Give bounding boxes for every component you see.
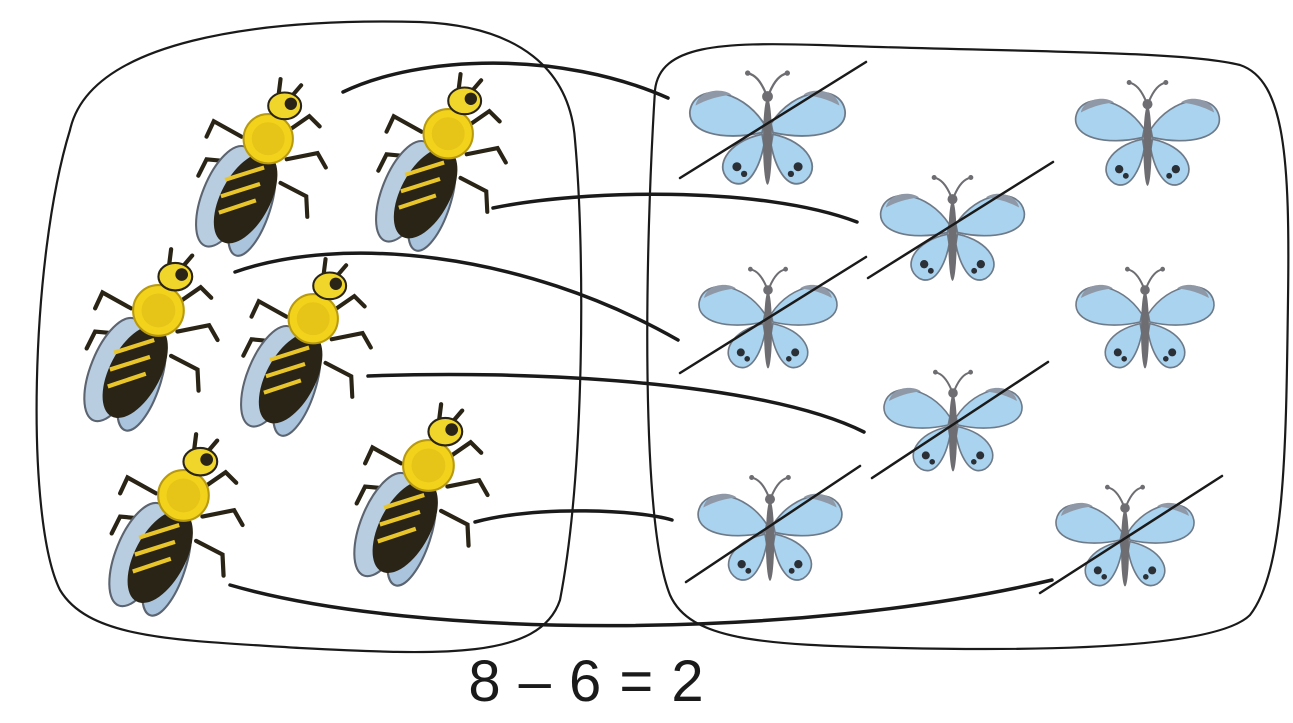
bee-set bbox=[72, 74, 506, 621]
bee-set-outline bbox=[35, 20, 583, 654]
subtraction-equation: 8 – 6 = 2 bbox=[0, 648, 1293, 715]
pair-line-6 bbox=[228, 578, 1054, 628]
butterfly-set-outline bbox=[646, 43, 1290, 651]
cross-out-line bbox=[678, 255, 868, 375]
bee-icon bbox=[342, 404, 488, 591]
cross-out-line bbox=[1038, 474, 1224, 595]
butterfly-icon bbox=[696, 473, 844, 583]
equation-text: 8 – 6 = 2 bbox=[468, 649, 705, 714]
pair-line-2 bbox=[491, 192, 859, 224]
pair-line-1 bbox=[341, 61, 670, 100]
cross-out-line bbox=[870, 360, 1050, 480]
bee-icon bbox=[229, 259, 371, 441]
bee-icon bbox=[97, 434, 243, 621]
butterfly-icon bbox=[1074, 78, 1221, 188]
cross-out-line bbox=[678, 60, 868, 180]
bee-icon bbox=[72, 249, 218, 436]
bee-icon bbox=[364, 74, 506, 256]
butterfly-icon bbox=[688, 69, 847, 186]
pair-line-5 bbox=[473, 509, 674, 524]
butterfly-icon bbox=[1054, 483, 1196, 588]
bee-icon bbox=[184, 79, 326, 261]
pair-line-4 bbox=[366, 372, 866, 434]
pairing-lines bbox=[228, 61, 1054, 628]
cross-out-strokes bbox=[678, 60, 1224, 595]
cross-out-line bbox=[866, 160, 1055, 280]
butterfly-icon bbox=[1074, 265, 1216, 370]
cross-out-line bbox=[684, 464, 862, 584]
butterfly-icon bbox=[879, 173, 1026, 283]
pair-line-3 bbox=[233, 251, 680, 342]
butterfly-set bbox=[688, 69, 1221, 588]
